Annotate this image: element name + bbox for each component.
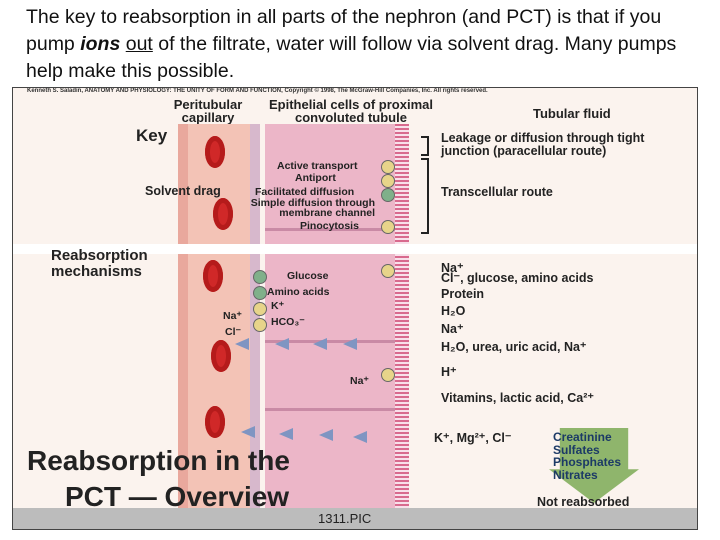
route-paracellular: Leakage or diffusion through tight junct…	[441, 131, 645, 158]
brush-border	[395, 124, 409, 529]
facilitated-diffusion-icon	[381, 188, 395, 202]
red-blood-cell	[205, 406, 225, 438]
solvent-drag-arrow	[235, 338, 249, 350]
not-reabsorbed-nitrates: Nitrates	[553, 467, 598, 482]
key-title: Key	[136, 126, 168, 145]
solvent-drag-arrow	[313, 338, 327, 350]
solvent-drag-arrow	[275, 338, 289, 350]
capillary	[178, 124, 260, 529]
header-capillary: Peritubular capillary	[173, 97, 243, 125]
pinocytosis-icon	[381, 220, 395, 234]
key-antiport: Antiport	[295, 172, 336, 184]
transcellular-bracket	[421, 158, 429, 234]
not-reabsorbed-list: Creatinine Sulfates Phosphates Nitrates	[553, 431, 621, 481]
fluid-cl-glucose: Cl⁻, glucose, amino acids	[441, 271, 594, 285]
caption-out: out	[125, 33, 153, 55]
solvent-drag-arrow	[353, 431, 367, 443]
active-transport-icon	[381, 160, 395, 174]
red-blood-cell	[211, 340, 231, 372]
antiport-icon	[381, 174, 395, 188]
inner-amino-acids: Amino acids	[267, 286, 330, 298]
caption-ions: ions	[80, 33, 121, 55]
red-blood-cell	[205, 136, 225, 168]
fluid-protein: Protein	[441, 287, 485, 301]
fluid-k-mg-cl: K⁺, Mg²⁺, Cl⁻	[434, 431, 512, 445]
pic-label: 1311.PIC	[318, 511, 372, 526]
k-carrier-icon	[253, 302, 267, 316]
inner-na-lower: Na⁺	[350, 375, 369, 387]
not-reabsorbed-creatinine: Creatinine	[553, 430, 612, 444]
header-tubular-fluid: Tubular fluid	[533, 106, 611, 121]
hco3-carrier-icon	[253, 318, 267, 332]
paracellular-bracket	[421, 136, 429, 156]
na-carrier-icon	[381, 264, 395, 278]
solvent-drag-arrow	[343, 338, 357, 350]
mechanisms-title: Reabsorption mechanisms	[51, 247, 148, 280]
header-epithelial: Epithelial cells of proximal convoluted …	[269, 97, 433, 125]
key-active-transport: Active transport	[277, 160, 358, 172]
not-reabsorbed-phosphates: Phosphates	[553, 455, 622, 469]
red-blood-cell	[213, 198, 233, 230]
not-reabsorbed-sulfates: Sulfates	[553, 442, 600, 457]
red-blood-cell	[203, 260, 223, 292]
fluid-na: Na⁺	[441, 261, 464, 275]
inner-glucose: Glucose	[287, 270, 329, 282]
fluid-na-2: Na⁺	[441, 322, 464, 336]
amino-acid-carrier-icon	[253, 286, 267, 300]
slide-title-line2: PCT — Overview	[65, 481, 290, 512]
inner-k: K⁺	[271, 300, 285, 312]
cell-boundary	[265, 228, 395, 231]
fluid-h: H⁺	[441, 365, 457, 379]
glucose-carrier-icon	[253, 270, 267, 284]
nephron-diagram: Kenneth S. Saladin, ANATOMY AND PHYSIOLO…	[12, 87, 698, 530]
cell-boundary	[265, 408, 395, 411]
not-reabsorbed-label: Not reabsorbed	[537, 495, 630, 509]
section-divider	[13, 244, 697, 254]
fluid-vitamins: Vitamins, lactic acid, Ca²⁺	[441, 391, 594, 405]
epithelial-cells	[265, 124, 395, 529]
key-facilitated-diffusion: Facilitated diffusion	[255, 186, 355, 198]
key-solvent-drag: Solvent drag	[145, 184, 221, 198]
route-transcellular: Transcellular route	[441, 185, 553, 199]
solvent-drag-arrow	[279, 428, 293, 440]
fluid-h2o-urea: H₂O, urea, uric acid, Na⁺	[441, 340, 587, 354]
key-simple-diffusion: Simple diffusion through membrane channe…	[250, 197, 375, 219]
inner-cl: Cl⁻	[225, 326, 242, 338]
caption-part2: of the filtrate, water will follow via s…	[26, 33, 677, 82]
capillary-wall	[178, 124, 188, 529]
inner-na: Na⁺	[223, 310, 242, 322]
figure-credit: Kenneth S. Saladin, ANATOMY AND PHYSIOLO…	[27, 88, 488, 94]
slide-title-line1: Reabsorption in the	[27, 445, 290, 476]
caption: The key to reabsorption in all parts of …	[26, 4, 706, 85]
fluid-h2o: H₂O	[441, 304, 466, 318]
pic-label-bar	[13, 508, 697, 529]
solvent-drag-arrow	[319, 429, 333, 441]
h-antiport-icon	[381, 368, 395, 382]
caption-part1: The key to reabsorption in all parts of …	[26, 6, 662, 55]
inner-hco3: HCO₃⁻	[271, 316, 305, 328]
key-pinocytosis: Pinocytosis	[300, 220, 359, 232]
solvent-drag-arrow	[241, 426, 255, 438]
cell-boundary	[265, 340, 395, 343]
